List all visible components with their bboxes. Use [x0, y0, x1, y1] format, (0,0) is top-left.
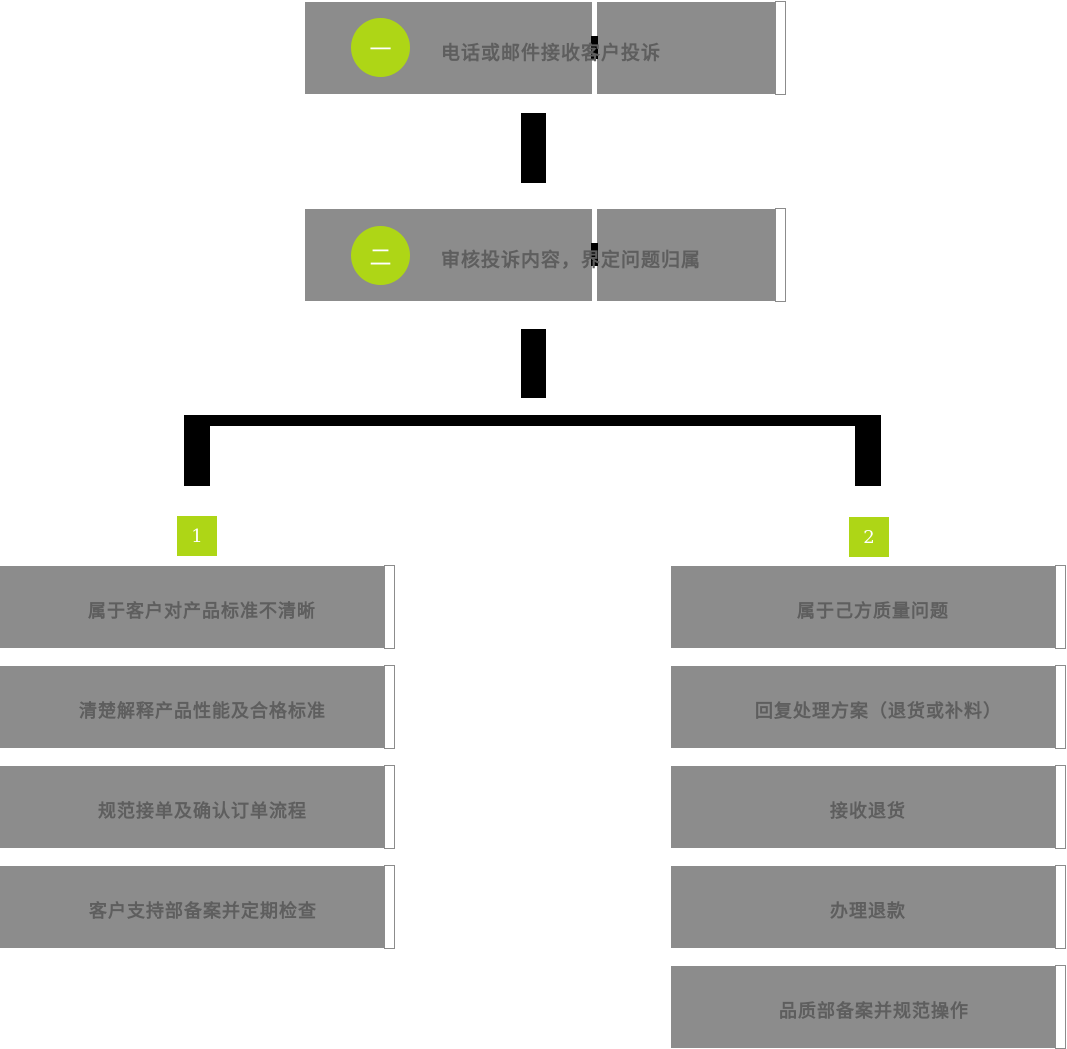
header-node-2-marker-label: 二: [369, 245, 392, 271]
branch-2-step-1-edge-strip: [1055, 565, 1066, 649]
branch-2-step-3-label: 接收退货: [830, 801, 906, 822]
header-node-2-marker-circle: 二: [351, 226, 410, 285]
branch-2-step-4-edge-strip: [1055, 865, 1066, 949]
header-node-1-marker-label: 一: [369, 37, 392, 63]
branch-2-step-2-edge-strip: [1055, 665, 1066, 749]
branch-2-step-5[interactable]: [671, 966, 1057, 1048]
header-node-2-connector-stub: [591, 243, 598, 266]
split-bracket-horizontal: [184, 415, 881, 426]
branch-1-step-1[interactable]: [0, 566, 386, 648]
branch-2-step-5-label: 品质部备案并规范操作: [779, 1001, 969, 1022]
branch-2-step-4[interactable]: [671, 866, 1057, 948]
branch-1-step-1-label: 属于客户对产品标准不清晰: [88, 601, 316, 622]
header-node-1-edge-strip: [775, 1, 786, 95]
connector-node1-to-node2: [521, 113, 546, 183]
branch-1-badge: 1: [177, 516, 217, 556]
header-node-1-label: 电话或邮件接收客户投诉: [441, 42, 662, 64]
branch-2-step-2-label: 回复处理方案（退货或补料）: [755, 701, 1002, 722]
branch-1-step-3-edge-strip: [384, 765, 395, 849]
branch-2-badge-label: 2: [863, 526, 875, 548]
header-node-2-label: 审核投诉内容，界定问题归属: [441, 249, 702, 271]
branch-1-step-1-edge-strip: [384, 565, 395, 649]
branch-1-step-2[interactable]: [0, 666, 386, 748]
branch-2-step-2[interactable]: [671, 666, 1057, 748]
branch-1-step-4-label: 客户支持部备案并定期检查: [89, 901, 317, 922]
branch-2-step-1-label: 属于己方质量问题: [797, 601, 949, 622]
branch-2-badge: 2: [849, 517, 889, 557]
branch-2-step-1[interactable]: [671, 566, 1057, 648]
header-node-1-marker-circle: 一: [351, 18, 410, 77]
branch-2-step-3-edge-strip: [1055, 765, 1066, 849]
branch-1-step-2-edge-strip: [384, 665, 395, 749]
branch-2-step-3[interactable]: [671, 766, 1057, 848]
branch-1-step-2-label: 清楚解释产品性能及合格标准: [79, 701, 326, 722]
branch-1-step-3-label: 规范接单及确认订单流程: [98, 801, 307, 822]
split-bracket-leg-right: [855, 420, 881, 486]
header-node-2-edge-strip: [775, 208, 786, 302]
connector-node2-to-split: [521, 329, 546, 398]
header-node-1-connector-stub: [591, 36, 598, 59]
branch-2-step-4-label: 办理退款: [830, 901, 906, 922]
branch-1-badge-label: 1: [191, 525, 203, 547]
split-bracket-leg-left: [184, 420, 210, 486]
branch-1-step-4[interactable]: [0, 866, 386, 948]
branch-1-step-4-edge-strip: [384, 865, 395, 949]
branch-2-step-5-edge-strip: [1055, 965, 1066, 1049]
branch-1-step-3[interactable]: [0, 766, 386, 848]
